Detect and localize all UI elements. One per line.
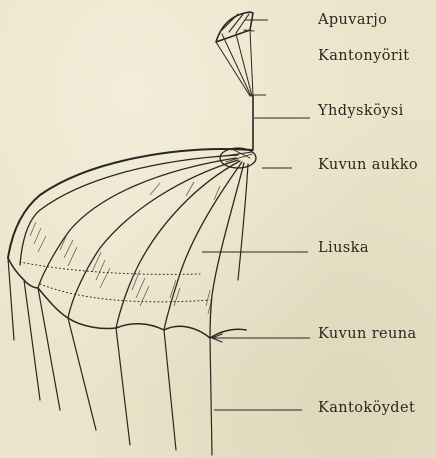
leader-lines (202, 20, 310, 410)
label-apex-vent: Kuvun aukko (318, 157, 418, 173)
canopy (8, 148, 256, 338)
label-pilot-lines: Kantonyörit (318, 48, 409, 64)
label-pilot-chute: Apuvarjo (318, 12, 387, 28)
label-suspension-lines: Kantoköydet (318, 400, 415, 416)
label-bridle: Yhdysköysi (318, 103, 404, 119)
label-canopy-edge: Kuvun reuna (318, 326, 417, 342)
label-gore: Liuska (318, 240, 369, 256)
